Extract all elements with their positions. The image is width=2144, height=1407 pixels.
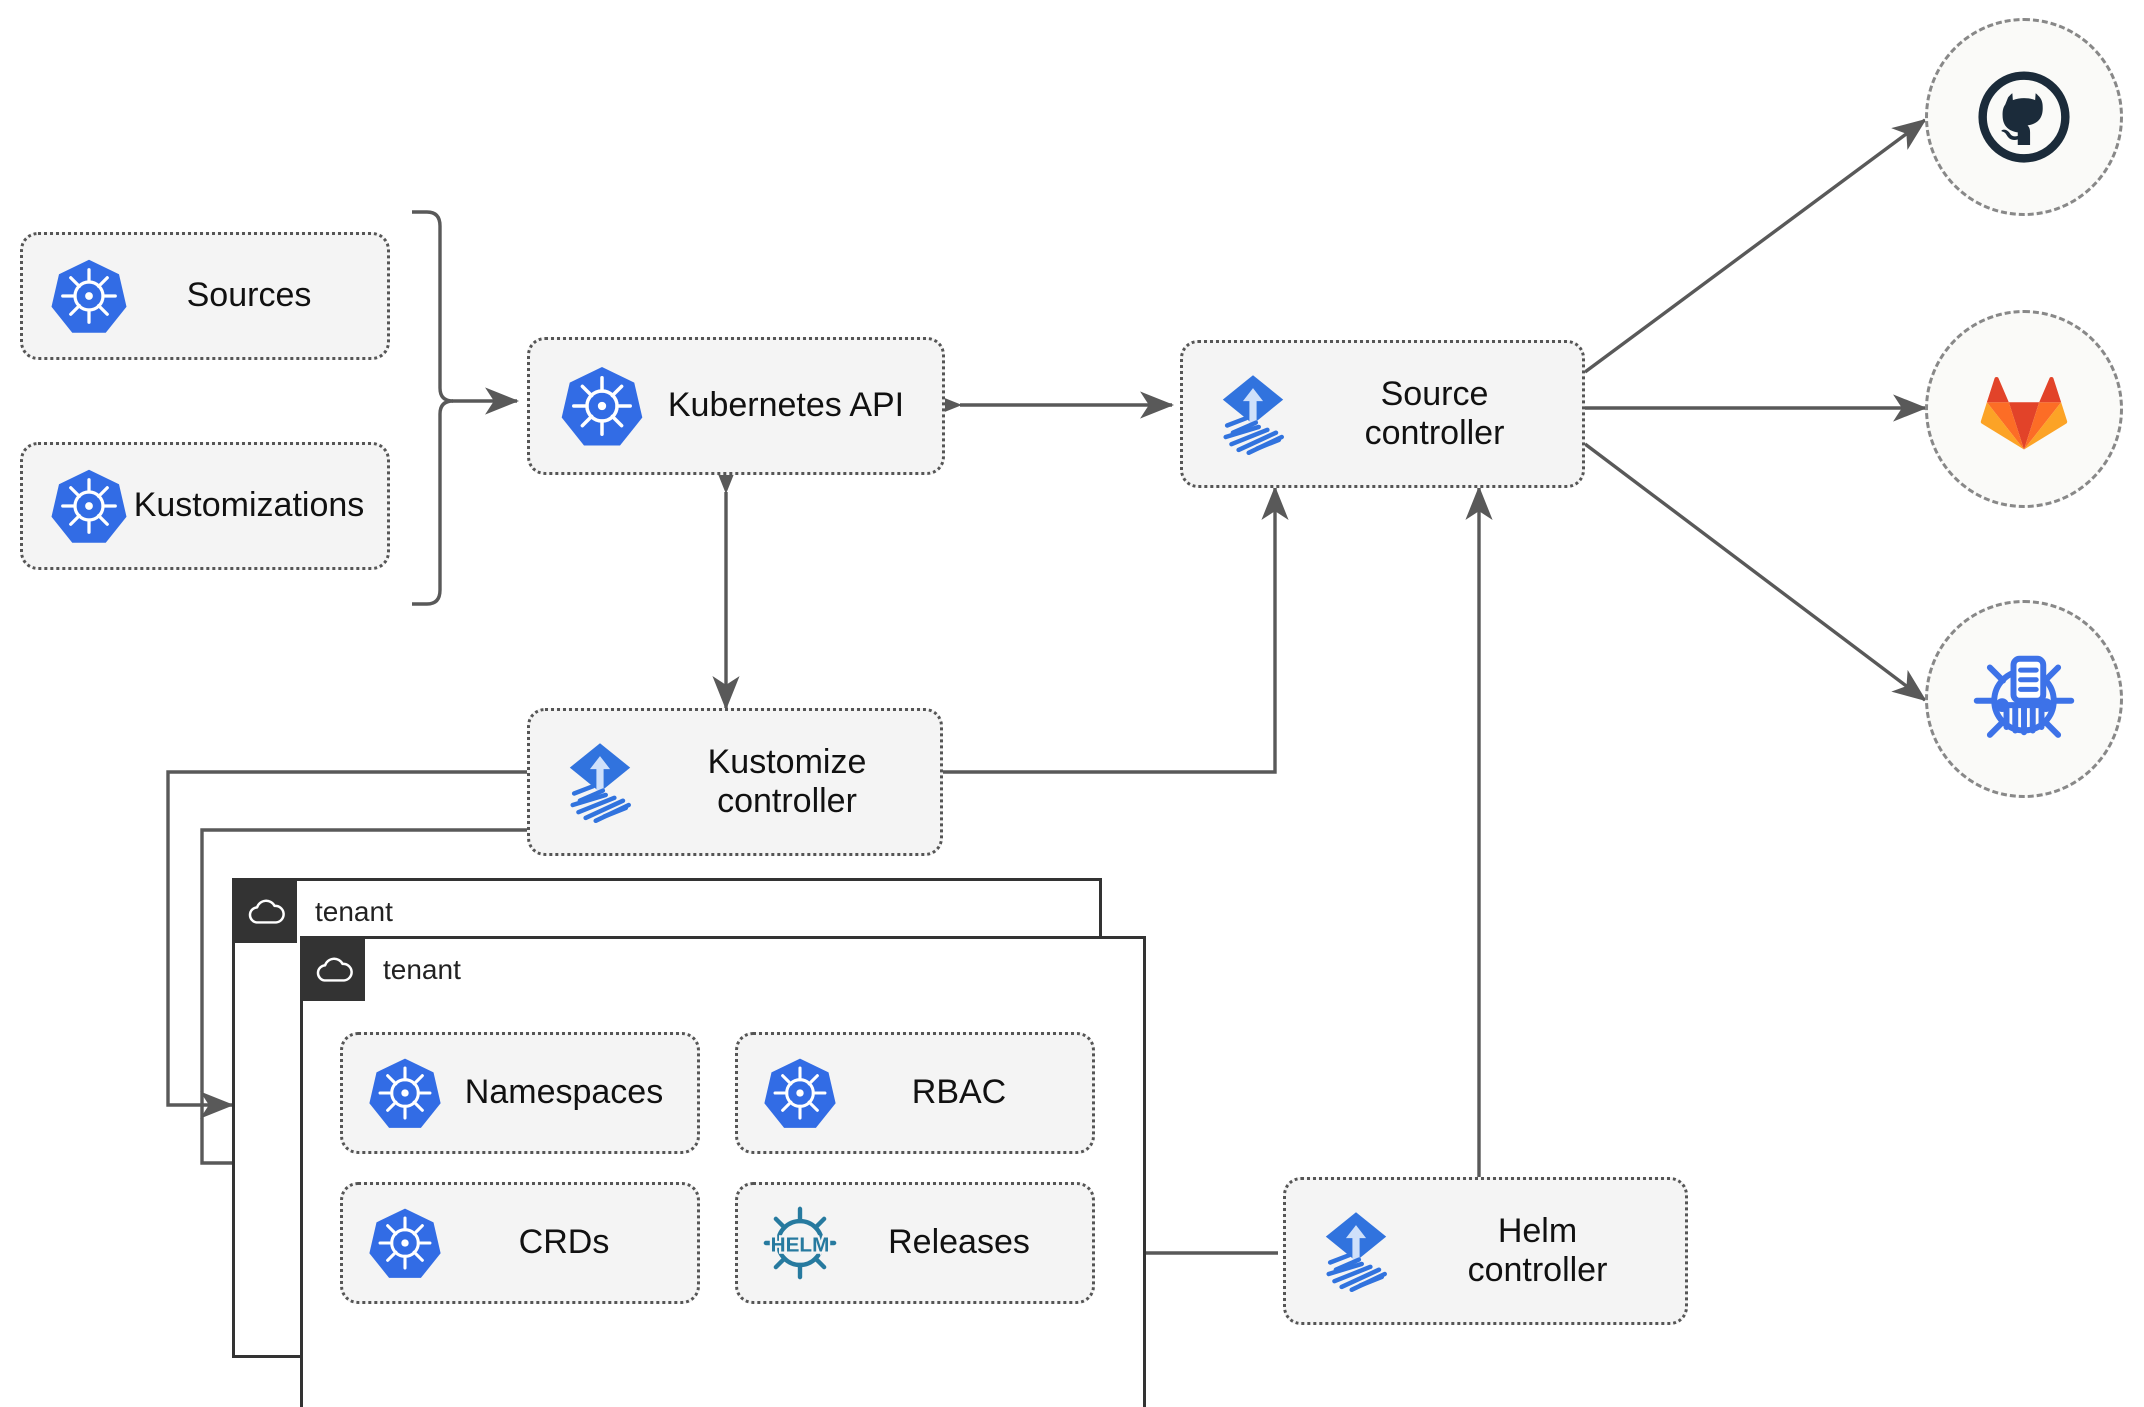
tenant-label: tenant bbox=[383, 954, 461, 985]
node-label: Kustomizations bbox=[133, 486, 365, 525]
node-label: Sources bbox=[186, 276, 312, 315]
node-kustomizations[interactable]: Kustomizations bbox=[20, 442, 390, 570]
flux-icon bbox=[1201, 368, 1305, 460]
node-label: Kubernetes API bbox=[667, 386, 905, 425]
flux-icon bbox=[1304, 1205, 1408, 1297]
flux-icon bbox=[548, 736, 652, 828]
node-releases[interactable]: HELM Releases bbox=[735, 1182, 1095, 1304]
kubernetes-icon bbox=[45, 256, 133, 336]
tenant-header: tenant bbox=[303, 939, 461, 1001]
node-kubernetes-api[interactable]: Kubernetes API bbox=[527, 337, 945, 475]
tenant-box-front: tenant bbox=[300, 936, 1146, 1407]
helm-repository-icon bbox=[1973, 655, 2075, 738]
external-source-github[interactable] bbox=[1925, 18, 2123, 216]
external-source-helm-repository[interactable] bbox=[1925, 600, 2123, 798]
helm-icon: HELM bbox=[756, 1204, 844, 1282]
node-label: Source controller bbox=[1364, 374, 1505, 452]
node-kustomize-controller[interactable]: Kustomize controller bbox=[527, 708, 943, 856]
node-label: Namespaces bbox=[464, 1073, 664, 1112]
node-namespaces[interactable]: Namespaces bbox=[340, 1032, 700, 1154]
cloud-icon bbox=[303, 939, 365, 1001]
node-label: Helm controller bbox=[1467, 1211, 1608, 1289]
gitlab-icon bbox=[1980, 377, 2068, 450]
cloud-icon bbox=[235, 881, 297, 943]
node-label: Kustomize controller bbox=[707, 742, 867, 820]
group-bracket bbox=[412, 210, 454, 606]
node-source-controller[interactable]: Source controller bbox=[1180, 340, 1585, 488]
edge-source-to-helm-repository bbox=[1583, 442, 1927, 702]
kubernetes-icon bbox=[361, 1205, 449, 1281]
node-label: CRDs bbox=[518, 1223, 610, 1262]
tenant-label: tenant bbox=[315, 896, 393, 927]
tenant-header: tenant bbox=[235, 881, 393, 943]
node-crds[interactable]: CRDs bbox=[340, 1182, 700, 1304]
node-sources[interactable]: Sources bbox=[20, 232, 390, 360]
kubernetes-icon bbox=[45, 466, 133, 546]
node-label: RBAC bbox=[911, 1073, 1007, 1112]
svg-text:HELM: HELM bbox=[771, 1234, 830, 1257]
edge-source-to-github bbox=[1583, 118, 1927, 374]
node-rbac[interactable]: RBAC bbox=[735, 1032, 1095, 1154]
node-label: Releases bbox=[888, 1223, 1030, 1262]
github-icon bbox=[1978, 71, 2070, 163]
kubernetes-icon bbox=[552, 363, 652, 449]
edge-kustomize-to-source bbox=[943, 485, 1289, 774]
external-source-gitlab[interactable] bbox=[1925, 310, 2123, 508]
kubernetes-icon bbox=[361, 1055, 449, 1131]
node-helm-controller[interactable]: Helm controller bbox=[1283, 1177, 1688, 1325]
kubernetes-icon bbox=[756, 1055, 844, 1131]
